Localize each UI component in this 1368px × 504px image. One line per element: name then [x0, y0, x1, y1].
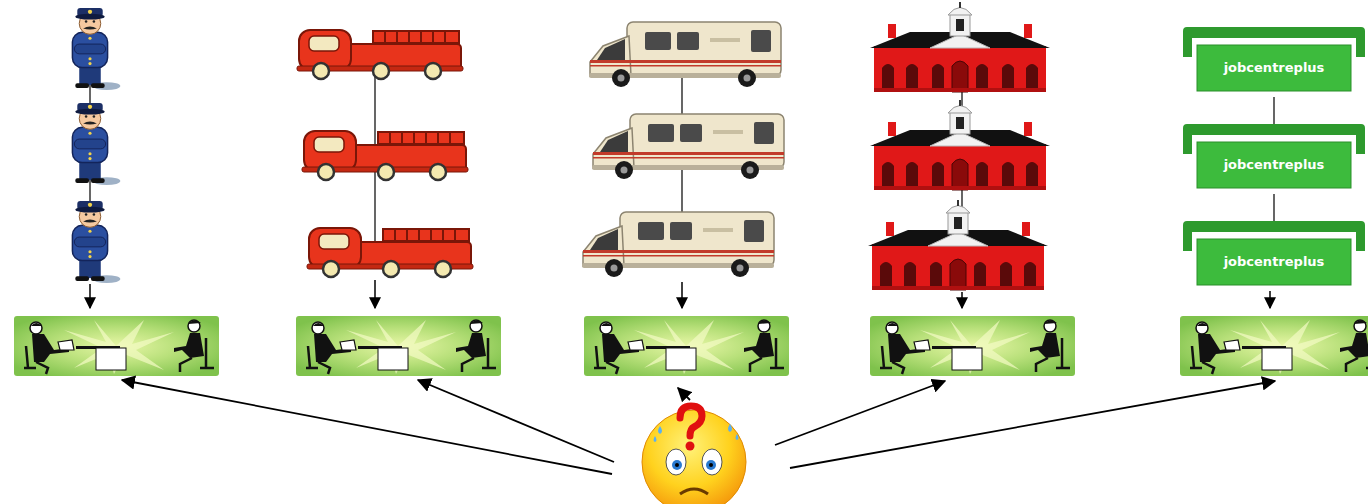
face-eye: [666, 449, 686, 475]
connector-line: [1273, 194, 1274, 221]
question-mark: [686, 442, 695, 451]
confused-face: [642, 406, 746, 504]
down-arrow: [89, 284, 91, 308]
sign-panel: [1197, 45, 1351, 91]
fire-truck: [302, 131, 468, 180]
police-officer: [72, 103, 120, 185]
sign-panel: [1197, 239, 1351, 285]
face-arrow: [775, 381, 945, 445]
fire-truck: [297, 30, 463, 79]
police-officer: [72, 201, 120, 283]
town-hall: [870, 2, 1050, 92]
column-connector: [90, 55, 962, 250]
down-arrow: [961, 292, 963, 308]
question-mark: [680, 406, 702, 436]
fire-truck: [307, 228, 473, 277]
sweat-drop: [736, 434, 739, 440]
face-eye: [702, 449, 722, 475]
face-mouth: [680, 489, 708, 494]
connector-line: [1273, 97, 1274, 124]
down-arrow: [681, 282, 683, 308]
sign-box: jobcentreplus: [1183, 27, 1365, 97]
ambulance: [592, 114, 784, 179]
sweat-drop: [728, 424, 732, 432]
face-iris: [672, 460, 682, 470]
face-arrow: [122, 380, 612, 474]
face-arrow: [790, 381, 1275, 468]
down-arrow: [1269, 291, 1271, 308]
sign-text: jobcentreplus: [1197, 45, 1351, 91]
face-iris: [706, 460, 716, 470]
face-pupil: [675, 463, 679, 467]
ambulance: [582, 212, 774, 277]
police-officer: [72, 8, 120, 90]
down-arrow: [374, 280, 376, 308]
office-meeting: [1180, 316, 1368, 376]
office-meeting: [296, 316, 501, 376]
ambulance: [589, 22, 781, 87]
sign-text: jobcentreplus: [1197, 239, 1351, 285]
face-arrow: [418, 380, 614, 462]
sign-panel: [1197, 142, 1351, 188]
face-arrow: [678, 388, 690, 400]
office-meeting: [584, 316, 789, 376]
sweat-drop: [654, 436, 657, 442]
town-hall: [870, 100, 1050, 190]
town-hall: [868, 200, 1048, 290]
office-meeting: [870, 316, 1075, 376]
sign-text: jobcentreplus: [1197, 142, 1351, 188]
down-arrow: [90, 280, 1270, 308]
sign-box: jobcentreplus: [1183, 221, 1365, 291]
office-meeting: [14, 316, 219, 376]
sweat-drop: [658, 426, 662, 434]
sign-box: jobcentreplus: [1183, 124, 1365, 194]
face-pupil: [709, 463, 713, 467]
